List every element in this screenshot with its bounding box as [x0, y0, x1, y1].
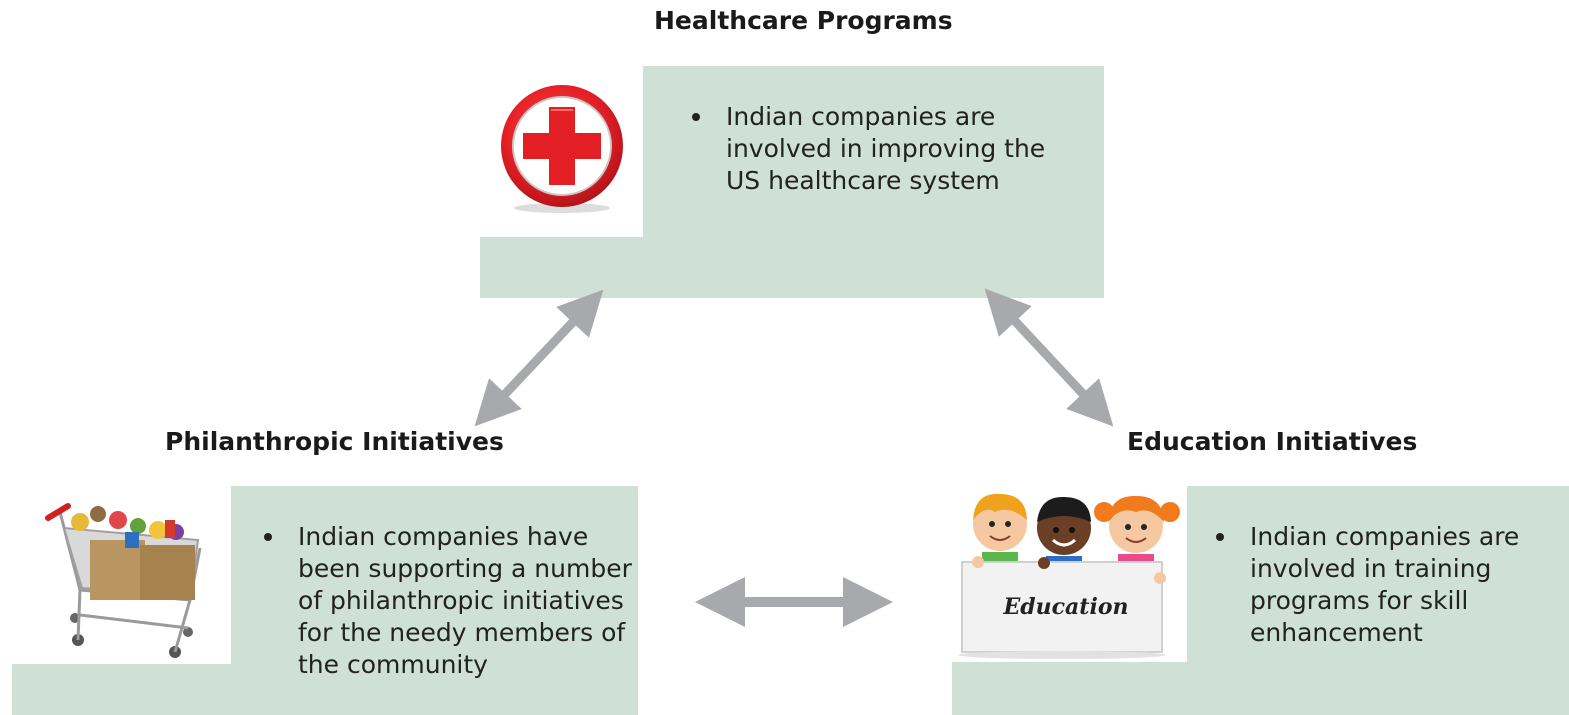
- education-sign-text: Education: [1003, 594, 1129, 620]
- bullet-line: involved in training: [1250, 554, 1492, 583]
- bullet-line: enhancement: [1250, 618, 1423, 647]
- education-title: Education Initiatives: [1127, 427, 1418, 456]
- education-bullet-list: Indian companies are involved in trainin…: [1216, 521, 1519, 649]
- philanthropic-bullet: Indian companies have been supporting a …: [264, 521, 632, 681]
- healthcare-title: Healthcare Programs: [654, 6, 953, 35]
- bullet-line: programs for skill: [1250, 586, 1469, 615]
- philanthropic-bullet-list: Indian companies have been supporting a …: [264, 521, 632, 681]
- bullet-line: the community: [298, 650, 488, 679]
- arrow-healthcare-philanthropic: [474, 289, 604, 427]
- bullet-line: Indian companies are: [1250, 522, 1520, 551]
- arrow-healthcare-education: [984, 288, 1114, 427]
- bullet-line: involved in improving the: [726, 134, 1046, 163]
- bullet-line: Indian companies have: [298, 522, 589, 551]
- bullet-line: US healthcare system: [726, 166, 1000, 195]
- red-cross-icon: [501, 85, 623, 213]
- bullet-line: Indian companies are: [726, 102, 996, 131]
- bullet-line: of philanthropic initiatives: [298, 586, 624, 615]
- education-bullet: Indian companies are involved in trainin…: [1216, 521, 1519, 649]
- bullet-line: been supporting a number: [298, 554, 632, 583]
- philanthropic-title: Philanthropic Initiatives: [165, 427, 504, 456]
- healthcare-bullet: Indian companies are involved in improvi…: [692, 101, 1045, 197]
- bullet-line: for the needy members of: [298, 618, 626, 647]
- healthcare-bullet-list: Indian companies are involved in improvi…: [692, 101, 1045, 197]
- children-education-sign-icon: Education: [958, 493, 1180, 659]
- shopping-cart-icon: [45, 503, 202, 658]
